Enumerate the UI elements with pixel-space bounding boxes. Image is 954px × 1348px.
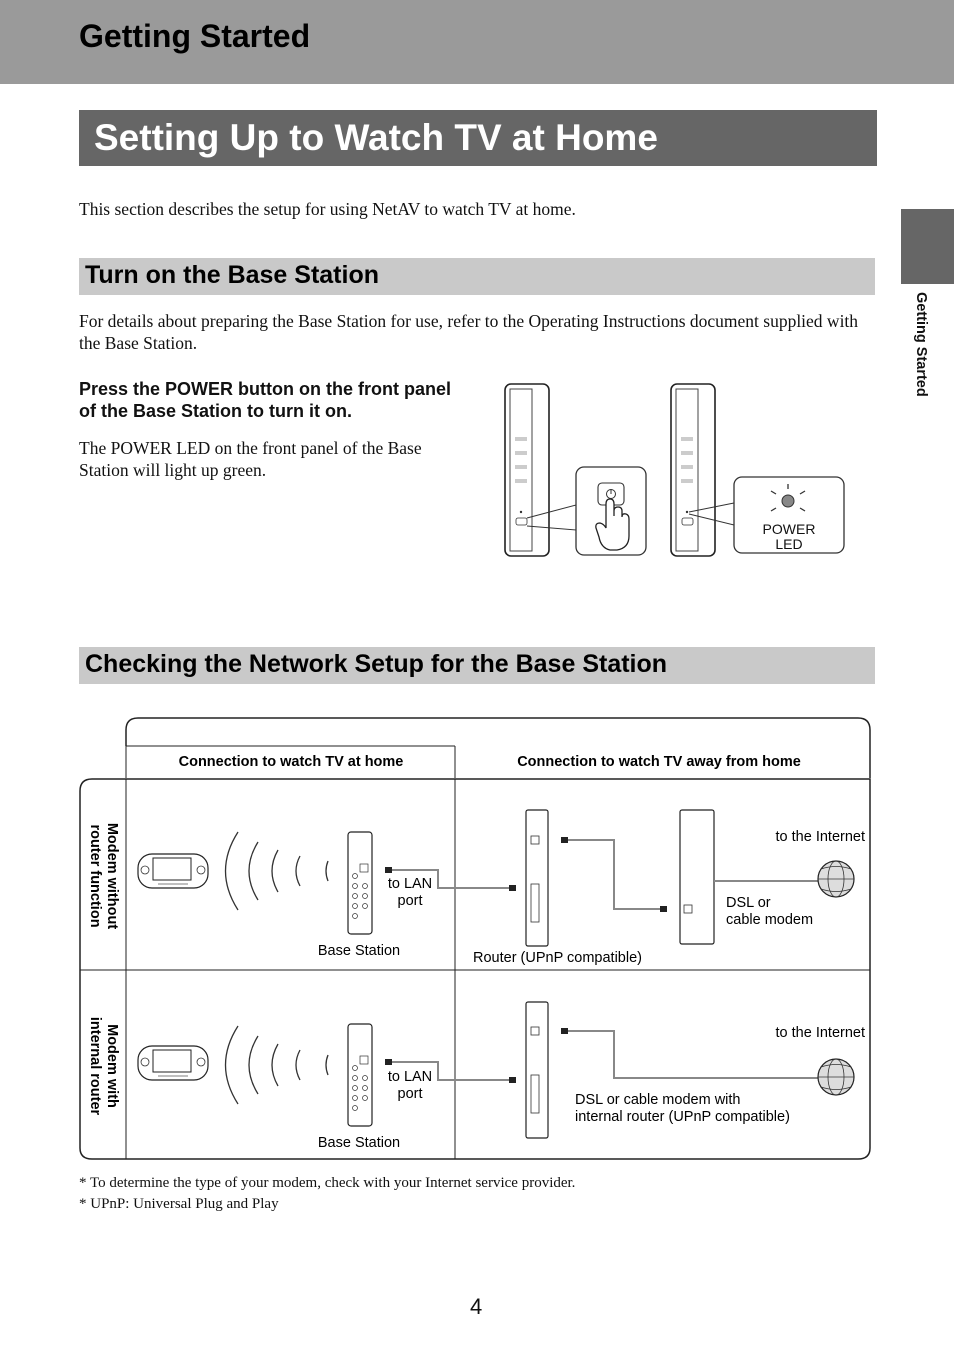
- modem-router-icon: [525, 1001, 549, 1139]
- power-led-label-2: LED: [775, 536, 802, 552]
- chapter-title: Getting Started: [79, 18, 311, 54]
- footnote: * UPnP: Universal Plug and Play: [79, 1196, 279, 1212]
- section-heading-base-station: Turn on the Base Station: [85, 261, 379, 289]
- intro-text: This section describes the setup for usi…: [79, 199, 576, 219]
- dsl-router-label-2: internal router (UPnP compatible): [575, 1109, 790, 1125]
- header-band: [0, 0, 954, 84]
- base-station-label: Base Station: [318, 943, 400, 959]
- base-station-illustration: POWER LED: [504, 383, 845, 557]
- details-text: For details about preparing the Base Sta…: [79, 311, 859, 353]
- to-lan-label-1: to LAN: [388, 1069, 432, 1085]
- to-internet-label: to the Internet: [776, 829, 865, 845]
- router-icon: [525, 809, 549, 947]
- step-instruction: Press the POWER button on the front pane…: [79, 379, 452, 421]
- wireless-signal-icon: [224, 831, 329, 911]
- side-tab-label: Getting Started: [913, 292, 929, 397]
- page-number: 4: [470, 1294, 483, 1319]
- row2-label-2: internal router: [87, 1017, 103, 1116]
- router-label: Router (UPnP compatible): [473, 950, 642, 966]
- header-home: Connection to watch TV at home: [179, 754, 404, 770]
- psp-device-icon: [137, 1045, 209, 1081]
- row1-label-2: router function: [87, 824, 103, 927]
- to-internet-label: to the Internet: [776, 1025, 865, 1041]
- base-station-icon: [347, 1023, 373, 1127]
- row1-label-1: Modem without: [104, 823, 120, 929]
- row2-label-1: Modem with: [104, 1024, 120, 1108]
- base-station-icon: [347, 831, 373, 935]
- dsl-label-2: cable modem: [726, 912, 813, 928]
- dsl-label-1: DSL or: [726, 895, 771, 911]
- globe-icon: [817, 860, 855, 898]
- psp-device-icon: [137, 853, 209, 889]
- power-led-label-1: POWER: [763, 521, 816, 537]
- section-heading-network: Checking the Network Setup for the Base …: [85, 650, 668, 678]
- title-bar: [79, 110, 877, 166]
- step-description: The POWER LED on the front panel of the …: [79, 438, 422, 480]
- to-lan-label-1: to LAN: [388, 876, 432, 892]
- side-tab: [901, 209, 954, 284]
- modem-icon: [679, 809, 715, 945]
- network-setup-diagram: Connection to watch TV at home Connectio…: [79, 717, 871, 1160]
- footnote: * To determine the type of your modem, c…: [79, 1175, 576, 1191]
- to-lan-label-2: port: [398, 893, 423, 909]
- globe-icon: [817, 1058, 855, 1096]
- page-title: Setting Up to Watch TV at Home: [94, 117, 658, 158]
- section-heading-bar: [79, 258, 875, 295]
- to-lan-label-2: port: [398, 1086, 423, 1102]
- dsl-router-label-1: DSL or cable modem with: [575, 1092, 740, 1108]
- base-station-label: Base Station: [318, 1135, 400, 1151]
- wireless-signal-icon: [224, 1025, 329, 1105]
- header-away: Connection to watch TV away from home: [517, 754, 801, 770]
- section-heading-bar: [79, 647, 875, 684]
